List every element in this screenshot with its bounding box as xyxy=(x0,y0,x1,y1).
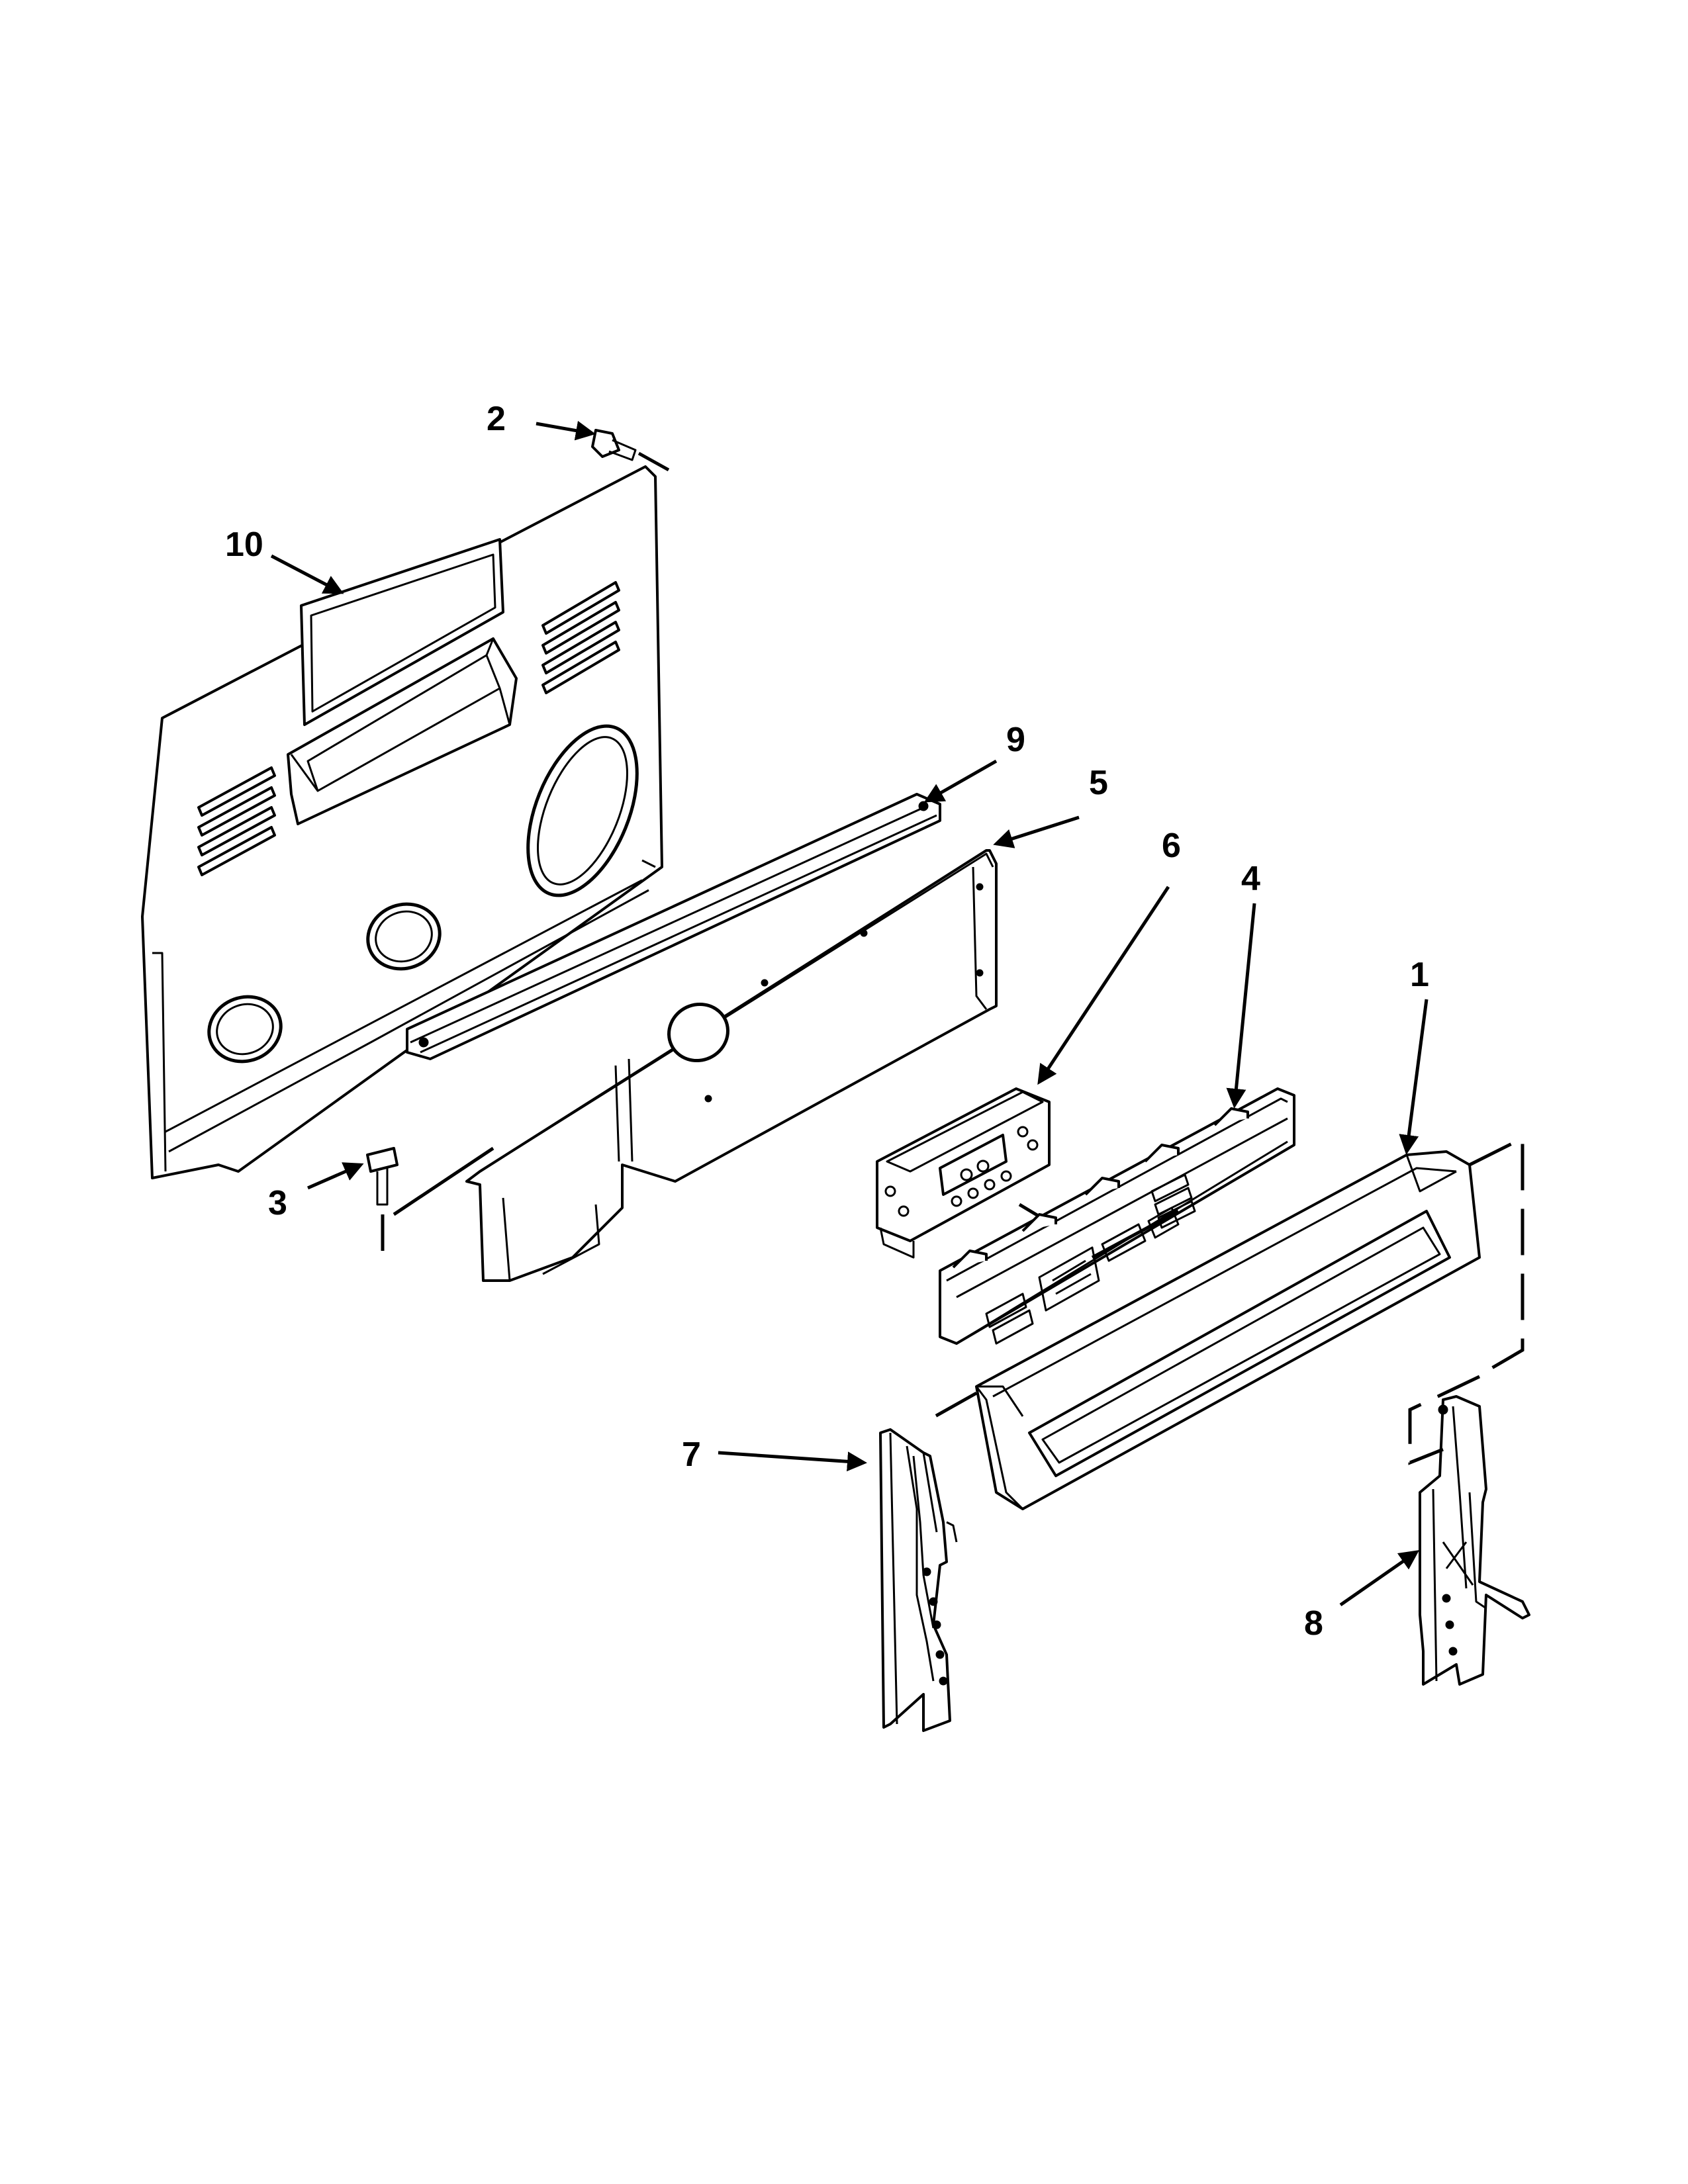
callout-9: 9 xyxy=(1006,721,1025,759)
callout-7: 7 xyxy=(682,1435,701,1474)
vent-slots-left xyxy=(197,766,276,876)
part-6-control-board xyxy=(876,1087,1054,1259)
dashed-link-3 xyxy=(393,1146,494,1216)
part-7-side-bracket xyxy=(879,1428,958,1732)
part-3-screw xyxy=(366,1147,399,1251)
part-2-screw xyxy=(591,429,670,472)
callout-labels: 1 2 3 4 5 6 7 8 9 10 xyxy=(225,400,1429,1643)
part-8-side-bracket xyxy=(1419,1395,1530,1686)
callout-5: 5 xyxy=(1089,764,1108,802)
callout-6: 6 xyxy=(1162,827,1181,865)
callout-4: 4 xyxy=(1241,860,1260,898)
callout-8: 8 xyxy=(1304,1604,1323,1643)
callout-leaders xyxy=(270,420,1429,1607)
callout-1: 1 xyxy=(1410,956,1429,994)
alignment-lines xyxy=(922,1135,1524,1465)
keypad-buttons xyxy=(985,1173,1196,1345)
part-10-rear-panel xyxy=(141,465,663,1179)
part-1-trim-frame xyxy=(975,1150,1481,1510)
callout-2: 2 xyxy=(487,400,506,438)
callout-3: 3 xyxy=(268,1184,287,1222)
callout-10: 10 xyxy=(225,525,263,564)
part-9-rail xyxy=(406,793,941,1060)
part-5-bracket xyxy=(465,849,998,1282)
vent-slots-right xyxy=(541,581,620,694)
part-4-keypad xyxy=(939,1087,1295,1345)
